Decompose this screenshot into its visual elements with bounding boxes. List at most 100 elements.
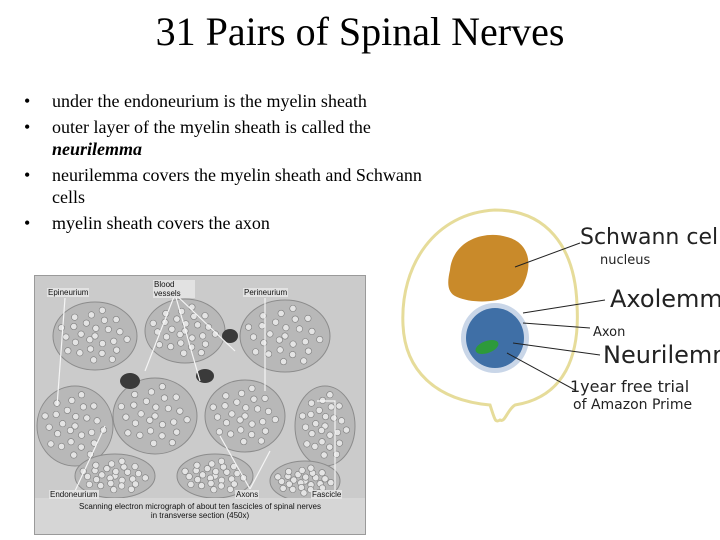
axon-dot <box>66 427 74 435</box>
axon-dot <box>78 391 86 399</box>
axon-dot <box>168 325 176 333</box>
axon-dot <box>338 417 346 425</box>
axon-dot <box>327 479 335 487</box>
axon-dot <box>47 440 55 448</box>
bullet-item: • under the endoneurium is the myelin sh… <box>22 90 422 112</box>
axon-dot <box>68 396 76 404</box>
axon-dot <box>291 315 299 323</box>
axon-dot <box>134 470 142 478</box>
axon-dot <box>254 405 262 413</box>
axon-dot <box>240 438 248 446</box>
axon-dot <box>77 330 85 338</box>
label-schwann-cell: Schwann cell <box>580 225 720 250</box>
bullet-text: under the endoneurium is the myelin shea… <box>52 91 367 111</box>
axon-dot <box>98 306 106 314</box>
axon-dot <box>62 333 70 341</box>
axon-dot <box>59 420 67 428</box>
axon-dot <box>123 335 131 343</box>
axon-dot <box>308 430 316 438</box>
bullet-text: neurilemma covers the myelin sheath and … <box>52 165 422 207</box>
axon-dot <box>303 440 311 448</box>
axon-dot <box>87 311 95 319</box>
axon-dot <box>83 414 91 422</box>
label-nucleus: nucleus <box>600 253 651 268</box>
axon-dot <box>327 403 335 411</box>
axon-dot <box>41 412 49 420</box>
axon-dot <box>98 471 106 479</box>
axon-dot <box>176 407 184 415</box>
axon-dot <box>70 451 78 459</box>
axon-dot <box>54 430 62 438</box>
axon-dot <box>104 325 112 333</box>
axon-dot <box>141 474 149 482</box>
blood-vessel <box>196 369 214 383</box>
axon-dot <box>112 468 120 476</box>
axon-dot <box>85 480 93 488</box>
axon-dot <box>227 430 235 438</box>
axon-dot <box>208 460 216 468</box>
axon-dot <box>322 413 330 421</box>
axon-dot <box>321 475 329 483</box>
label-axolemma: Axolemma <box>610 285 720 313</box>
bullet-dot: • <box>24 213 31 233</box>
axon-dot <box>110 337 118 345</box>
axon-dot <box>257 437 265 445</box>
axon-dot <box>201 340 209 348</box>
axon-dot <box>188 334 196 342</box>
axon-dot <box>173 428 181 436</box>
axon-dot <box>308 327 316 335</box>
axon-dot <box>124 429 132 437</box>
axon-dot <box>193 461 201 469</box>
inner-shape <box>475 340 499 354</box>
axon-dot <box>250 395 258 403</box>
axon-dot <box>190 312 198 320</box>
axon-dot <box>117 403 125 411</box>
axon-dot <box>72 413 80 421</box>
axon-dot <box>318 469 326 477</box>
axon-dot <box>150 439 158 447</box>
axon-dot <box>300 357 308 365</box>
axon-dot <box>45 423 53 431</box>
slide-title: 31 Pairs of Spinal Nerves <box>155 9 565 54</box>
axon-dot <box>295 325 303 333</box>
axon-dot <box>316 336 324 344</box>
axon-dot <box>79 403 87 411</box>
axon-dot <box>217 482 225 490</box>
axon-dot <box>177 339 185 347</box>
axon-dot <box>151 412 159 420</box>
axon-dot <box>233 398 241 406</box>
axon-dot <box>113 346 121 354</box>
axon-dot <box>93 476 101 484</box>
axon-dot <box>58 442 66 450</box>
axon-dot <box>278 477 286 485</box>
axon-dot <box>118 457 126 465</box>
axon-dot <box>289 351 297 359</box>
axon-dot <box>127 485 135 493</box>
axon-dot <box>131 463 139 471</box>
axon-dot <box>63 406 71 414</box>
axon-dot <box>204 323 212 331</box>
axon-dot <box>274 473 282 481</box>
axon-dot <box>131 419 139 427</box>
axon-dot <box>64 347 72 355</box>
axon-dot <box>272 318 280 326</box>
axon-dot <box>261 427 269 435</box>
axon-dot <box>71 338 79 346</box>
micrograph-image: Epineurium Blood vessels Perineurium End… <box>34 275 366 535</box>
bullet-dot: • <box>24 91 31 111</box>
axon-dot <box>86 336 94 344</box>
label-fascicle: Fascicle <box>311 490 343 499</box>
axon-dot <box>318 427 326 435</box>
micrograph-drawing <box>35 276 365 534</box>
axon-dot <box>302 473 310 481</box>
bullet-text: myelin sheath covers the axon <box>52 213 270 233</box>
axon-dot <box>164 404 172 412</box>
axon-dot <box>142 397 150 405</box>
axon-dot <box>108 460 116 468</box>
bullet-emphasis: neurilemma <box>52 139 143 159</box>
axon-shape <box>466 308 524 368</box>
label-perineurium: Perineurium <box>243 288 289 297</box>
diagram-drawing <box>401 208 606 423</box>
axon-dot <box>163 333 171 341</box>
axon-dot <box>158 383 166 391</box>
